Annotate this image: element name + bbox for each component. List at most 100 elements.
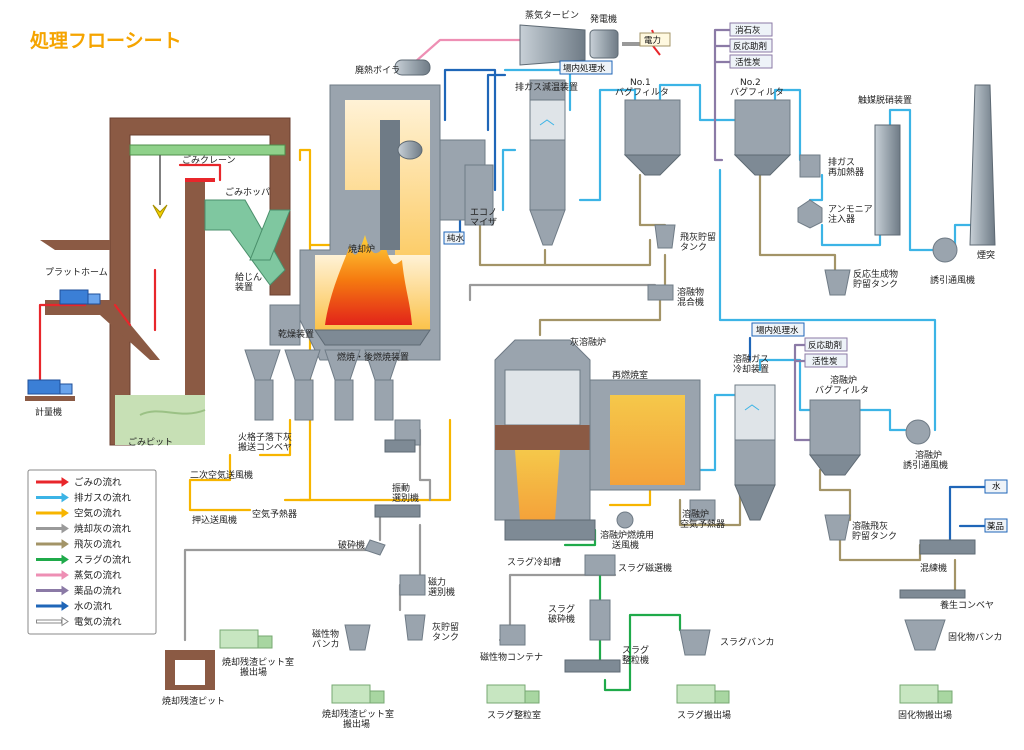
ash-line-d	[468, 283, 657, 302]
label-mag-hopper: 磁性物バンカ	[312, 628, 339, 650]
label-reaction-tank: 反応生成物貯留タンク	[853, 268, 898, 290]
legend-item: 飛灰の流れ	[36, 539, 122, 551]
legend-item: 薬品の流れ	[36, 585, 122, 597]
label-conveyor: 火格子落下灰搬送コンベヤ	[238, 431, 292, 453]
label-slag-grader: スラグ整粒機	[622, 644, 649, 666]
label-catalytic-denox: 触媒脱硝装置	[858, 94, 912, 106]
legend-label: 飛灰の流れ	[74, 539, 122, 551]
label-slag-tank: スラグ冷却槽	[507, 556, 561, 568]
pit-wall-right	[185, 180, 205, 445]
ash-line-b	[378, 513, 422, 612]
label-mixer: 溶融物混合機	[677, 286, 704, 308]
legend-item: ごみの流れ	[36, 477, 122, 489]
truck-slag-out-icon	[676, 684, 730, 704]
reburner-chamber	[610, 395, 685, 485]
melter-bed	[495, 425, 590, 450]
legend-arrowhead	[61, 523, 69, 534]
curing-conveyor-icon	[899, 589, 966, 599]
ammonia-injector-icon	[797, 199, 823, 229]
label-slag-crusher: スラグ破砕機	[548, 603, 575, 625]
label-generator: 発電機	[590, 13, 617, 25]
flyash-line-c	[758, 173, 837, 272]
refuse-pile-surface	[139, 409, 206, 416]
water-line-d	[948, 485, 987, 542]
truck-icon	[59, 289, 101, 305]
label-air-preheater: 空気予熱器	[252, 508, 297, 520]
label-melt-gas-cooler: 溶融ガス冷却装置	[733, 353, 769, 375]
legend-arrowhead	[61, 539, 69, 549]
label-plant-water-1: 場内処理水	[563, 63, 606, 74]
label-curing-conveyor: 養生コンベヤ	[940, 599, 994, 611]
mag-container-icon	[499, 624, 526, 646]
label-solid-bunker: 固化物バンカ	[948, 631, 1002, 643]
grate	[314, 329, 431, 346]
label-ammonia: アンモニア注入器	[828, 205, 873, 225]
label-pure-water: 純水	[447, 233, 465, 244]
steam-turbine-icon	[519, 24, 586, 66]
spray-icon	[539, 119, 555, 126]
ash-line-a	[418, 428, 432, 502]
legend-arrowhead	[61, 492, 69, 503]
incinerator-unit	[244, 59, 494, 453]
quench-tower-mid	[529, 139, 566, 211]
economizer-body	[464, 164, 494, 226]
legend-item: 空気の流れ	[36, 508, 122, 520]
flyash-line-a	[478, 223, 652, 267]
gas-reheater-icon	[799, 154, 821, 178]
label-activated-carbon-2: 活性炭	[812, 356, 838, 367]
label-steam-turbine: 蒸気タービン	[525, 9, 579, 21]
exhaust-line-f	[888, 108, 937, 252]
label-residue-pit: 焼却残渣ピット	[162, 695, 225, 707]
exhaust-line-e	[808, 173, 882, 247]
label-reburner: 再燃焼室	[612, 369, 648, 381]
label-ash-tank: 灰貯留タンク	[432, 621, 459, 643]
legend-arrowhead	[61, 508, 69, 518]
quench-tower	[529, 79, 566, 246]
air-line-c	[188, 453, 252, 512]
label-chimney: 煙突	[977, 249, 995, 261]
legend-item: 水の流れ	[36, 601, 113, 613]
truck-residue-icon	[219, 629, 273, 649]
exhaust-line-h	[718, 168, 937, 432]
exhaust-line-b	[578, 88, 637, 202]
induced-fan-icon	[932, 237, 958, 263]
melt-blower-icon	[616, 511, 634, 529]
legend-label: 焼却灰の流れ	[74, 523, 132, 535]
legend-frame	[27, 469, 157, 635]
label-combustion: 燃焼・後燃焼装置	[337, 351, 409, 363]
fire-icon	[325, 235, 412, 325]
water-line-a	[486, 73, 507, 132]
steam-line	[413, 38, 522, 64]
legend-item: 排ガスの流れ	[36, 492, 132, 504]
platform-slab	[40, 240, 110, 250]
label-waste-boiler: 廃熱ボイラ	[355, 64, 400, 76]
label-vib-separator: 振動選別機	[392, 482, 419, 504]
flyash-tank-icon	[654, 224, 676, 249]
quench-tower-cone	[529, 209, 566, 246]
refuse-arrow-1	[38, 303, 87, 387]
label-quench-tower: 排ガス減温装置	[515, 81, 578, 93]
feeder-chute	[249, 209, 291, 261]
label-pit: ごみピット	[128, 436, 173, 448]
refuse-pile	[115, 395, 205, 445]
legend-arrowhead	[61, 601, 69, 611]
ash-hoppers	[244, 349, 401, 421]
ash-tank-icon	[404, 614, 426, 641]
boiler-drum	[397, 140, 423, 160]
legend-arrowhead	[61, 477, 69, 487]
label-crusher-1: 破砕機	[338, 539, 365, 551]
scale-truck-icon	[25, 379, 75, 401]
label-residue-out-2: 焼却残渣ピット室搬出場	[322, 708, 394, 730]
legend-label: スラグの流れ	[74, 554, 132, 566]
melt-air-preheater-icon	[689, 499, 716, 521]
vib-separator-icon	[374, 504, 421, 518]
turbine-group	[519, 24, 661, 66]
legend-arrowhead	[61, 570, 69, 580]
hopper-arrow-bar	[185, 178, 215, 182]
reaction-tank-icon	[824, 269, 851, 296]
label-mag-container: 磁性物コンテナ	[480, 651, 543, 663]
